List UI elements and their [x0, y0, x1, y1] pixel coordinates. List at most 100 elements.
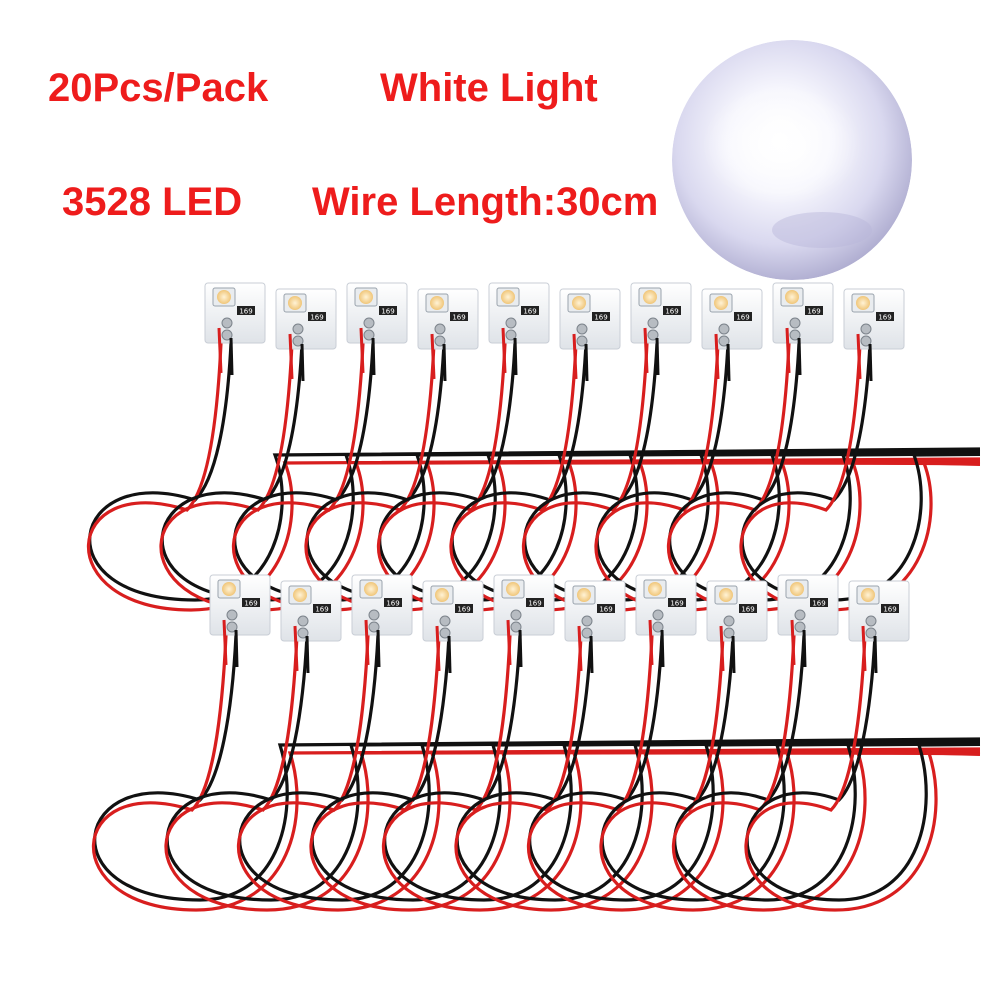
- led-module: 169: [422, 580, 484, 674]
- solder-pad: [292, 323, 304, 335]
- resistor: [521, 306, 539, 315]
- solder-pad: [221, 329, 233, 341]
- solder-pad: [865, 615, 877, 627]
- led-module: 169: [635, 574, 697, 668]
- light-glow-preview: [672, 40, 912, 280]
- resistor: [592, 312, 610, 321]
- black-wire: [740, 342, 981, 602]
- red-lead: [785, 327, 791, 374]
- led-module: 169: [275, 288, 337, 382]
- red-wire: [236, 634, 981, 912]
- wire-bundle: [86, 342, 981, 612]
- solder-pad: [363, 317, 375, 329]
- led-module: 169: [564, 580, 626, 674]
- resistor-marking: 169: [386, 600, 399, 608]
- led-chip: [790, 582, 804, 596]
- led-chip: [364, 582, 378, 596]
- led-chip: [861, 588, 875, 602]
- glow-graphic: [672, 40, 912, 280]
- solder-pad: [505, 317, 517, 329]
- led-module: 169: [701, 288, 763, 382]
- led-module: 169: [204, 282, 266, 376]
- black-lead: [660, 629, 665, 668]
- resistor: [313, 604, 331, 613]
- solder-pad: [221, 317, 233, 329]
- black-wire: [233, 342, 981, 602]
- led-module: 169: [777, 574, 839, 668]
- solder-pad: [647, 329, 659, 341]
- black-lead: [802, 629, 807, 668]
- led-module: 169: [848, 580, 910, 674]
- solder-pad: [510, 609, 522, 621]
- red-lead: [288, 333, 294, 380]
- led-module: 169: [209, 574, 271, 668]
- red-wire: [159, 342, 981, 612]
- resistor-marking: 169: [665, 308, 678, 316]
- black-wire: [523, 342, 981, 602]
- wire-bundle: [91, 634, 981, 912]
- solder-pad: [226, 621, 238, 633]
- led-module: 169: [488, 282, 550, 376]
- resistor: [810, 598, 828, 607]
- solder-pad: [505, 329, 517, 341]
- black-lead: [518, 629, 523, 668]
- resistor-marking: 169: [239, 308, 252, 316]
- resistor: [242, 598, 260, 607]
- led-chip: [217, 290, 231, 304]
- resistor: [881, 604, 899, 613]
- red-lead: [430, 333, 436, 380]
- wire-length-label: Wire Length:30cm: [312, 180, 659, 224]
- resistor: [450, 312, 468, 321]
- red-lead: [435, 625, 441, 672]
- resistor: [384, 598, 402, 607]
- black-wire: [88, 342, 981, 602]
- resistor-marking: 169: [457, 606, 470, 614]
- red-wire: [164, 634, 981, 912]
- red-lead: [861, 625, 867, 672]
- led-module: 169: [351, 574, 413, 668]
- solder-pad: [576, 335, 588, 347]
- black-wire: [595, 342, 981, 602]
- black-lead: [300, 343, 305, 382]
- black-lead: [584, 343, 589, 382]
- resistor-marking: 169: [310, 314, 323, 322]
- resistor-marking: 169: [741, 606, 754, 614]
- red-wire: [671, 634, 981, 912]
- black-wire: [600, 634, 981, 902]
- solder-pad: [434, 335, 446, 347]
- red-lead: [217, 327, 223, 374]
- resistor: [663, 306, 681, 315]
- black-wire: [160, 342, 981, 602]
- solder-pad: [439, 627, 451, 639]
- led-chip: [856, 296, 870, 310]
- red-lead: [501, 327, 507, 374]
- led-chip: [719, 588, 733, 602]
- solder-pad: [794, 621, 806, 633]
- red-lead: [790, 619, 796, 666]
- red-lead: [719, 625, 725, 672]
- solder-pad: [292, 335, 304, 347]
- resistor-marking: 169: [523, 308, 536, 316]
- solder-pad: [576, 323, 588, 335]
- black-lead: [797, 337, 802, 376]
- black-wire: [310, 634, 981, 902]
- red-lead: [359, 327, 365, 374]
- solder-pad: [652, 609, 664, 621]
- red-lead: [856, 333, 862, 380]
- resistor: [308, 312, 326, 321]
- red-wire: [739, 342, 981, 612]
- red-wire: [86, 342, 981, 612]
- led-chip: [577, 588, 591, 602]
- resistor-marking: 169: [883, 606, 896, 614]
- black-wire: [668, 342, 981, 602]
- black-lead: [873, 635, 878, 674]
- resistor-marking: 169: [878, 314, 891, 322]
- solder-pad: [652, 621, 664, 633]
- red-wire: [91, 634, 981, 912]
- led-module: 169: [346, 282, 408, 376]
- red-lead: [577, 625, 583, 672]
- black-wire: [165, 634, 981, 902]
- resistor-marking: 169: [807, 308, 820, 316]
- led-module: 169: [417, 288, 479, 382]
